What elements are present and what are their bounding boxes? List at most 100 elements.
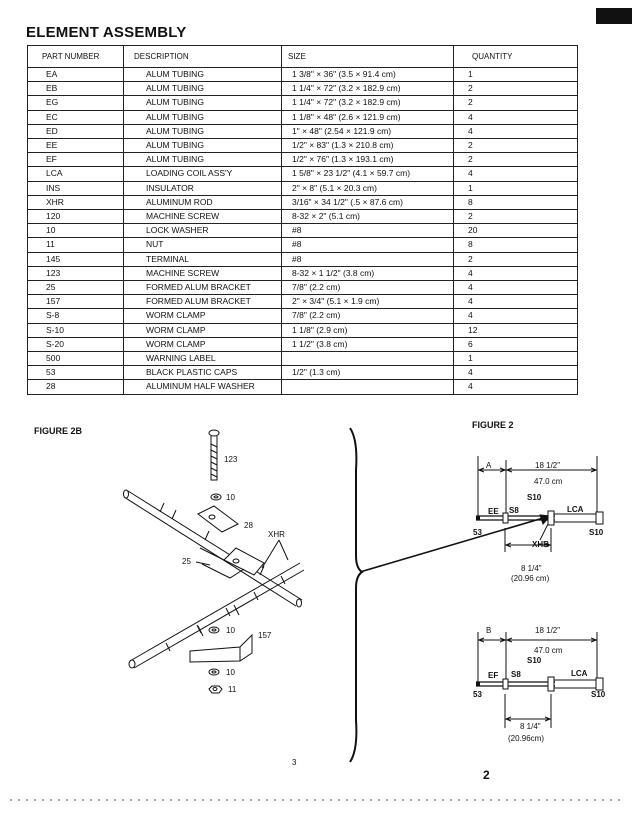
- description-cell: ALUM TUBING: [123, 95, 282, 111]
- section-divider-bracket: [349, 427, 364, 763]
- fig2-bottom-s10-end: S10: [591, 690, 606, 699]
- table-header-row: PART NUMBER DESCRIPTION SIZE QUANTITY: [27, 45, 578, 68]
- fig2-top-s10-end: S10: [589, 528, 604, 537]
- label-28: 28: [244, 521, 253, 530]
- description-cell: WARNING LABEL: [123, 351, 282, 367]
- fig2-top-53: 53: [473, 528, 482, 537]
- page-title: ELEMENT ASSEMBLY: [26, 24, 187, 41]
- fig2-bottom-dim-len: 18 1/2": [535, 626, 561, 635]
- label-11: 11: [228, 685, 237, 694]
- machine-screw-123-drawing: [208, 429, 220, 481]
- label-10-top: 10: [226, 493, 235, 502]
- size-cell: 8-32 × 1 1/2" (3.8 cm): [281, 265, 454, 282]
- fig2-bottom-dim-short-cm: (20.96cm): [508, 734, 545, 743]
- description-cell: LOCK WASHER: [123, 223, 282, 239]
- label-10-low: 10: [226, 668, 235, 677]
- part-number-cell: EG: [27, 95, 124, 111]
- xhr-leader-lines: [261, 539, 289, 569]
- description-cell: MACHINE SCREW: [123, 209, 282, 225]
- bracket-157-drawing: [189, 633, 253, 663]
- quantity-cell: 1: [453, 66, 578, 83]
- lock-washer-10-mid-drawing: [208, 626, 220, 634]
- description-cell: BLACK PLASTIC CAPS: [123, 365, 282, 381]
- quantity-cell: 2: [453, 95, 578, 111]
- fig2-top-dim-a: A: [486, 461, 492, 470]
- description-cell: FORMED ALUM BRACKET: [123, 294, 282, 310]
- fig2-top-lca: LCA: [567, 505, 584, 514]
- figure-2-bottom-drawing: [476, 632, 604, 728]
- reference-arrow: [359, 515, 551, 573]
- label-123: 123: [224, 455, 238, 464]
- fig2-bottom-s10: S10: [527, 656, 542, 665]
- description-cell: ALUM TUBING: [123, 81, 282, 97]
- element-assembly-table: PART NUMBER DESCRIPTION SIZE QUANTITY EA…: [27, 45, 578, 395]
- fig2-bottom-dim-b: B: [486, 626, 492, 635]
- size-cell: 2" × 3/4" (5.1 × 1.9 cm): [281, 294, 454, 310]
- page-number: 3: [292, 758, 297, 767]
- fig2-bottom-s8: S8: [511, 670, 521, 679]
- corner-tab-mark: [596, 8, 632, 24]
- description-cell: ALUM TUBING: [123, 66, 282, 83]
- fig2-top-ee: EE: [488, 507, 499, 516]
- lock-washer-10-low-drawing: [208, 668, 220, 676]
- size-cell: 1/2" × 76" (1.3 × 193.1 cm): [281, 152, 454, 168]
- fig2-bottom-lca: LCA: [571, 669, 588, 678]
- fig2-top-xhr: XHR: [532, 540, 549, 549]
- fig2-top-s8: S8: [509, 506, 519, 515]
- label-157: 157: [258, 631, 272, 640]
- description-cell: ALUM TUBING: [123, 123, 282, 140]
- figure-2-top-drawing: [476, 456, 604, 552]
- xhr-upper-tube-drawing: [123, 489, 303, 608]
- fig2-top-dim-cm: 47.0 cm: [534, 477, 563, 486]
- nut-11-drawing: [208, 685, 223, 694]
- fig2-top-dim-short: 8 1/4": [521, 564, 542, 573]
- size-cell: 1 1/4" × 72" (3.2 × 182.9 cm): [281, 81, 454, 97]
- label-25: 25: [182, 557, 191, 566]
- fig2-top-dim-len: 18 1/2": [535, 461, 561, 470]
- description-cell: WORM CLAMP: [123, 336, 282, 353]
- fig2-bottom-53: 53: [473, 690, 482, 699]
- description-cell: WORM CLAMP: [123, 308, 282, 324]
- quantity-cell: 4: [453, 379, 578, 395]
- fig2-bottom-dim-cm: 47.0 cm: [534, 646, 563, 655]
- quantity-cell: 8: [453, 194, 578, 211]
- xhr-lower-tube-drawing: [128, 562, 305, 669]
- half-washer-28-drawing: [197, 505, 239, 533]
- fig2-bottom-ef: EF: [488, 671, 499, 680]
- description-cell: ALUM TUBING: [123, 109, 282, 125]
- part-number-cell: 28: [27, 379, 124, 395]
- quantity-cell: 2: [453, 81, 578, 97]
- quantity-cell: 4: [453, 109, 578, 125]
- figure-2-label: FIGURE 2: [472, 420, 514, 430]
- fig2-bottom-dim-short: 8 1/4": [520, 722, 541, 731]
- fig2-top-dim-short-cm: (20.96 cm): [511, 574, 550, 583]
- part-number-cell: EA: [27, 66, 124, 83]
- bracket-25-leader: [195, 561, 211, 566]
- bracket-25-drawing: [199, 547, 265, 579]
- size-cell: 1 3/8" × 36" (3.5 × 91.4 cm): [281, 66, 454, 83]
- figure-2b-label: FIGURE 2B: [34, 426, 83, 436]
- fig2-top-s10: S10: [527, 493, 542, 502]
- hand-mark: 2: [483, 768, 490, 782]
- label-10-mid: 10: [226, 626, 235, 635]
